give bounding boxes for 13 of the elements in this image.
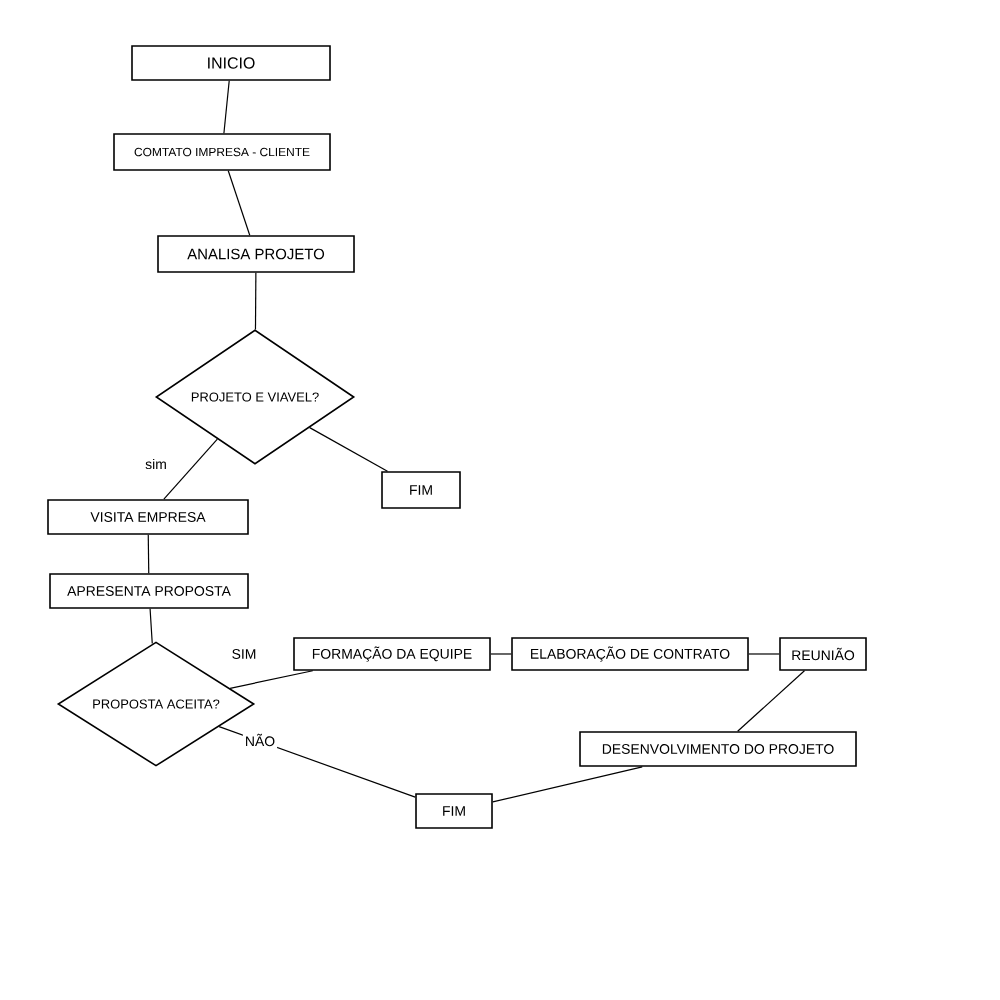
connector-line — [254, 272, 257, 331]
connector-line — [147, 534, 150, 574]
connector-line — [309, 427, 389, 472]
connector-line — [163, 438, 218, 500]
connector-line — [490, 653, 512, 655]
connector-line — [229, 670, 314, 689]
connector-line — [748, 653, 780, 655]
connector-line — [737, 670, 806, 732]
connector-line — [149, 608, 153, 645]
connector-line — [218, 726, 416, 798]
connector-line — [227, 170, 251, 236]
connector-line — [492, 766, 643, 803]
connector-line — [223, 80, 230, 134]
